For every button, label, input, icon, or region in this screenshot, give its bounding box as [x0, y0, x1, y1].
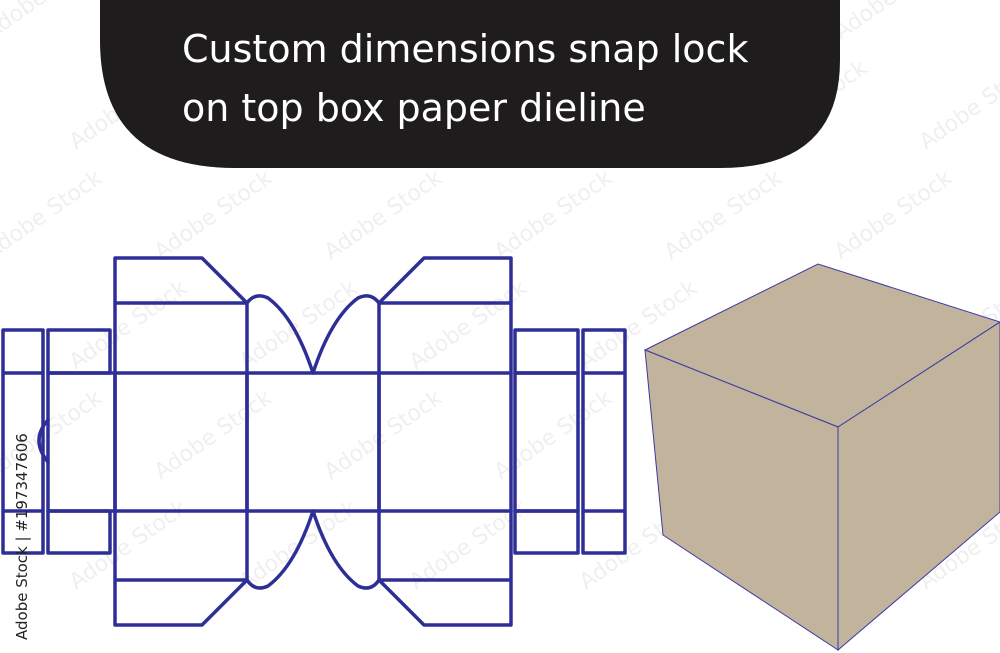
thumb-notch — [37, 418, 50, 464]
right-end-top-flap — [513, 328, 580, 375]
top-lid-left — [113, 256, 249, 375]
right-glue-strip — [581, 328, 627, 555]
watermark-text: Adobe Stock — [150, 385, 277, 484]
right-side-panel — [377, 371, 513, 513]
glue-tab — [1, 328, 45, 555]
bottom-lid-left — [113, 509, 249, 627]
bottom-tuck-flap-right — [311, 509, 381, 590]
watermark-text: Adobe Stock — [65, 275, 192, 374]
bottom-lid-right — [377, 509, 513, 627]
title-line-1: Custom dimensions snap lock — [182, 27, 748, 71]
top-tuck-flap-left — [245, 294, 315, 375]
watermark-text: Adobe Stock — [235, 275, 362, 374]
watermark-text: Adobe Stock — [490, 165, 617, 264]
title-banner — [100, 0, 840, 168]
box-side-face — [837, 321, 1000, 652]
flat-dieline — [1, 256, 627, 627]
watermark-text: Adobe Stock — [490, 385, 617, 484]
watermark-text: Adobe Stock — [830, 165, 957, 264]
watermark-text: Adobe Stock — [0, 0, 107, 45]
watermark-text: Adobe Stock — [320, 165, 447, 264]
top-lid-right — [377, 256, 513, 375]
watermark-text: Adobe Stock — [915, 55, 1000, 154]
left-end-bottom-flap — [46, 509, 112, 555]
watermark-text: Adobe Stock — [0, 165, 107, 264]
watermark-text: Adobe Stock — [660, 165, 787, 264]
watermark-text: Adobe Stock — [150, 165, 277, 264]
stock-id-label: Adobe Stock | #197347606 — [13, 433, 31, 640]
left-end-top-flap — [46, 328, 112, 375]
watermark-text: Adobe Stock — [830, 0, 957, 45]
title-line-2: on top box paper dieline — [182, 86, 646, 130]
watermark-text: Adobe Stock — [405, 275, 532, 374]
bottom-tuck-flap-left — [245, 509, 315, 590]
top-tuck-flap-right — [311, 294, 381, 375]
right-end-bottom-flap — [513, 509, 580, 555]
box-3d-render — [643, 263, 1000, 652]
watermark-text: Adobe Stock — [320, 385, 447, 484]
